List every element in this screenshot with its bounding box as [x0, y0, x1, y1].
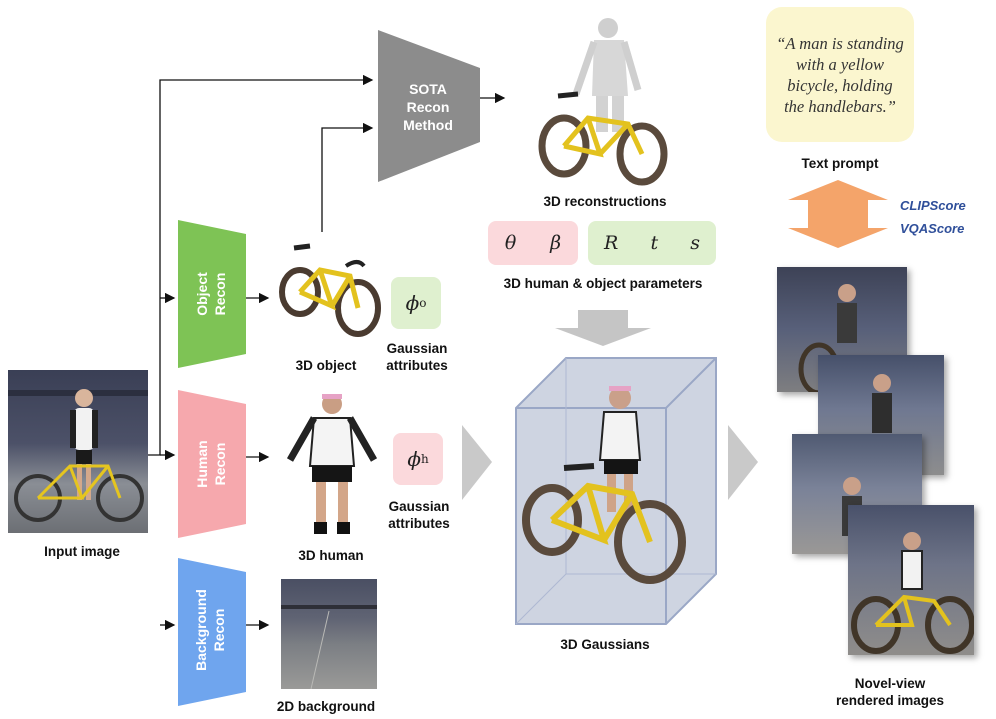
rendered-view-4 — [848, 505, 974, 655]
text-prompt-box: “A man is standing with a yellow bicycle… — [766, 7, 914, 142]
object-to-sota-line — [321, 122, 374, 232]
gaussians-to-render-arrow — [728, 425, 758, 500]
background-2d-label: 2D background — [276, 699, 376, 714]
bicycle-icon — [538, 91, 668, 186]
reconstructions-3d-label: 3D reconstructions — [543, 194, 667, 209]
person-icon — [8, 389, 148, 522]
object-3d-label: 3D object — [295, 358, 357, 373]
object-recon-module — [178, 220, 246, 368]
human-to-gaussians-arrow — [462, 425, 492, 500]
clipscore-label: CLIPScore — [900, 198, 966, 213]
human-3d-label: 3D human — [298, 548, 364, 563]
bicycle-icon — [279, 243, 381, 337]
bicycle-icon — [522, 463, 686, 584]
person-icon — [572, 18, 642, 132]
input-image-label: Input image — [44, 544, 120, 559]
person-icon — [286, 394, 378, 534]
human-recon-module — [178, 390, 246, 538]
params-down-arrow — [555, 310, 651, 346]
bicycle-icon — [14, 464, 144, 522]
person-icon — [851, 532, 974, 654]
gaussians-3d-label: 3D Gaussians — [560, 637, 650, 652]
reconstruction-3d-render — [538, 18, 668, 186]
text-prompt-label: Text prompt — [801, 156, 879, 171]
person-icon — [872, 374, 892, 433]
vqascore-label: VQAScore — [900, 221, 965, 236]
trunk-line — [147, 74, 374, 456]
parameters-label: 3D human & object parameters — [503, 276, 703, 291]
sota-recon-module — [378, 30, 480, 182]
evaluation-double-arrow — [788, 180, 888, 248]
background-recon-module — [178, 558, 246, 706]
gaussians-3d-volume — [515, 357, 717, 625]
input-image — [8, 370, 148, 533]
background-2d-image — [281, 579, 377, 689]
